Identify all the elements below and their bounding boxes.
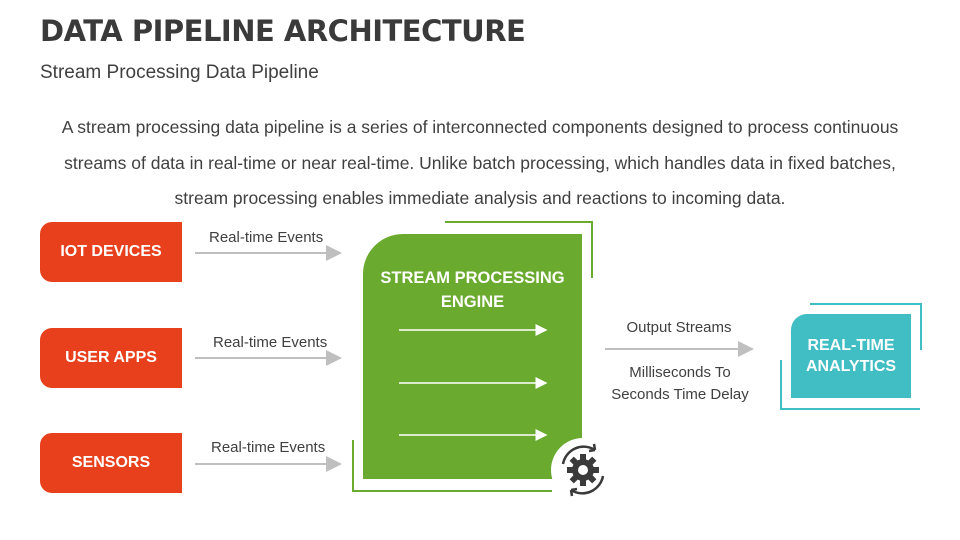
analytics-outline-bottom	[780, 360, 920, 410]
source-user-apps: USER APPS	[40, 328, 182, 388]
edge-label-sensors: Real-time Events	[211, 439, 326, 456]
engine-outline-bottom	[352, 440, 552, 492]
page-subtitle: Stream Processing Data Pipeline	[40, 62, 319, 83]
real-time-analytics: REAL-TIME ANALYTICS	[791, 314, 911, 398]
engine-outline-top	[445, 221, 593, 278]
output-streams-label: Output Streams	[626, 319, 732, 336]
time-delay-label: Milliseconds To Seconds Time Delay	[611, 364, 749, 403]
edge-label-iot: Real-time Events	[209, 229, 324, 246]
engine-title: STREAM PROCESSING ENGINE	[380, 269, 565, 311]
analytics-outline-top	[810, 303, 922, 350]
description-text: A stream processing data pipeline is a s…	[61, 117, 899, 208]
edge-label-user-apps: Real-time Events	[213, 334, 328, 351]
gear-refresh-icon	[561, 443, 605, 497]
gear-badge	[551, 438, 615, 502]
source-sensors: SENSORS	[40, 433, 182, 493]
source-iot-devices: IOT DEVICES	[40, 222, 182, 282]
page-title: DATA PIPELINE ARCHITECTURE	[40, 14, 526, 48]
